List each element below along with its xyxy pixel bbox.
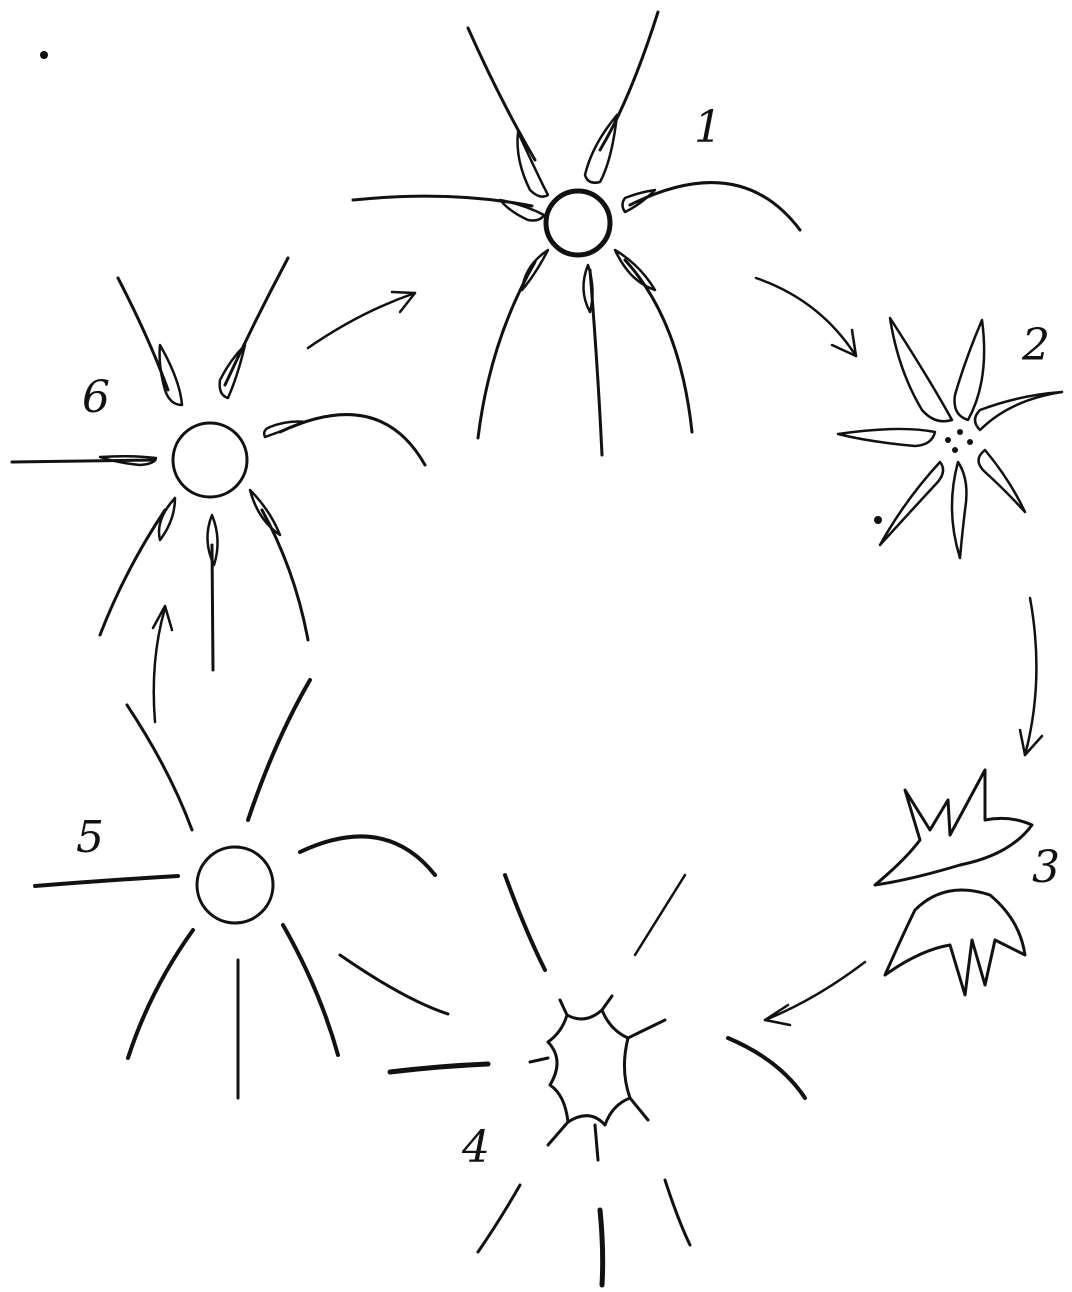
stage-4-figure: 4 xyxy=(390,875,805,1285)
stage-3-label: 3 xyxy=(1032,842,1060,893)
stage-5-figure: 5 xyxy=(35,680,448,1098)
stage-1-figure: 1 xyxy=(353,12,800,455)
stage-6-figure: 6 xyxy=(12,258,425,670)
stage-2-label: 2 xyxy=(1021,320,1050,371)
arrow-6-to-1 xyxy=(308,292,415,348)
stage-1-nucleus xyxy=(546,191,610,255)
stage-3-figure: 3 xyxy=(875,770,1060,995)
stage-6-label: 6 xyxy=(82,372,110,423)
arrow-2-to-3 xyxy=(1020,598,1042,755)
stage-2-figure: 2 xyxy=(838,318,1062,558)
stage-4-label: 4 xyxy=(461,1122,490,1173)
stage-5-nucleus xyxy=(197,847,273,923)
arrow-1-to-2 xyxy=(756,278,856,356)
stage-5-label: 5 xyxy=(76,812,104,863)
stage-6-nucleus xyxy=(173,423,247,497)
arrow-3-to-4 xyxy=(765,962,865,1025)
ink-dot xyxy=(40,51,48,59)
stage-1-label: 1 xyxy=(694,102,722,153)
arrow-5-to-6 xyxy=(153,606,172,722)
